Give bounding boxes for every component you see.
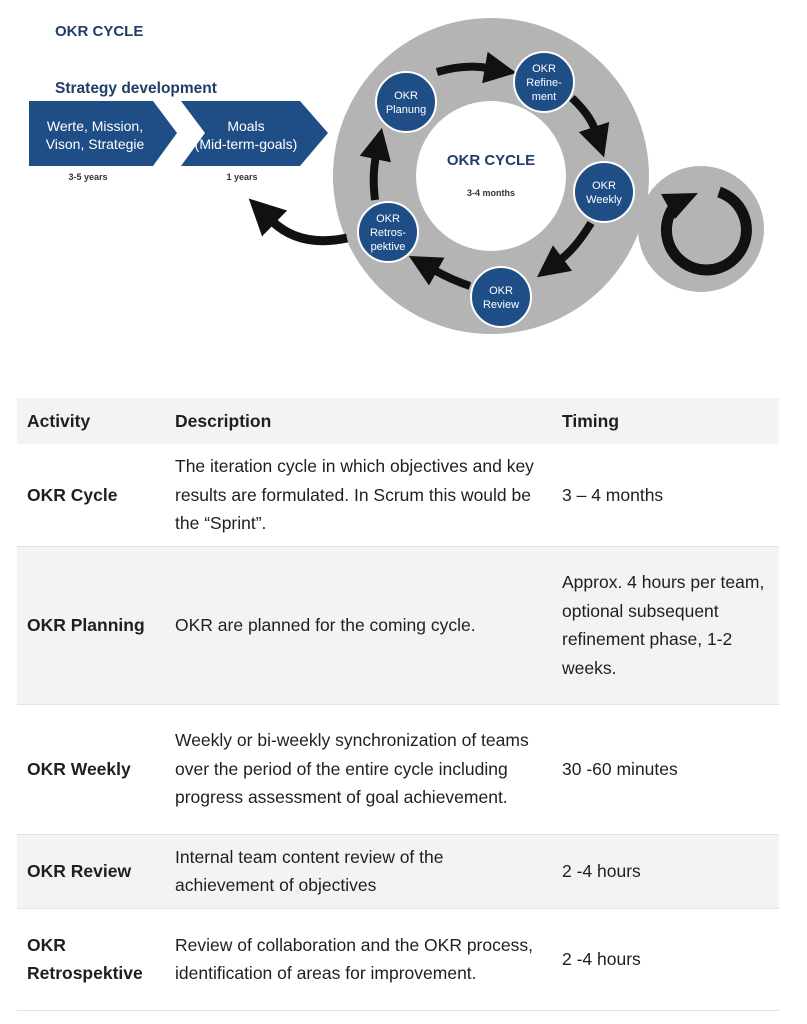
strategy-arrow-1-timing: 3-5 years bbox=[68, 172, 107, 182]
okr-cycle-diagram: OKR CYCLE Strategy development Werte, Mi… bbox=[29, 18, 764, 334]
strategy-arrow-2-line1: Moals bbox=[227, 118, 264, 134]
node-retrospektive-line2: Retros- bbox=[370, 227, 406, 239]
table-row: OKR Planning OKR are planned for the com… bbox=[17, 546, 779, 705]
table-row: OKR Review Internal team content review … bbox=[17, 834, 779, 909]
node-review-line2: Review bbox=[483, 299, 519, 311]
row-activity: OKR Weekly bbox=[17, 704, 165, 835]
row-timing: 2 -4 hours bbox=[552, 834, 779, 909]
table-header-row: Activity Description Timing bbox=[17, 398, 779, 444]
row-description: Internal team content review of the achi… bbox=[165, 834, 552, 909]
row-timing: 3 – 4 months bbox=[552, 444, 779, 547]
node-planung-line1: OKR bbox=[394, 90, 418, 102]
row-description: Review of collaboration and the OKR proc… bbox=[165, 908, 552, 1011]
strategy-arrow-long-term bbox=[29, 101, 177, 166]
row-description: OKR are planned for the coming cycle. bbox=[165, 546, 552, 705]
row-description: Weekly or bi-weekly synchronization of t… bbox=[165, 704, 552, 835]
row-activity: OKR Review bbox=[17, 834, 165, 909]
row-timing: 30 -60 minutes bbox=[552, 704, 779, 835]
arrow-weekly-to-review bbox=[536, 220, 595, 278]
node-refinement-line3: ment bbox=[532, 91, 556, 103]
node-review-line1: OKR bbox=[489, 285, 513, 297]
header-timing: Timing bbox=[552, 398, 779, 444]
row-activity: OKR Cycle bbox=[17, 444, 165, 547]
arrow-planung-to-refinement bbox=[435, 51, 517, 84]
cycle-center-subtitle: 3-4 months bbox=[467, 188, 515, 198]
node-weekly-line1: OKR bbox=[592, 180, 616, 192]
strategy-arrow-1-line1: Werte, Mission, bbox=[47, 118, 143, 134]
strategy-arrow-mid-term bbox=[181, 101, 328, 166]
cycle-center bbox=[416, 101, 566, 251]
okr-activity-table: Activity Description Timing OKR Cycle Th… bbox=[17, 398, 779, 1011]
header-description: Description bbox=[165, 398, 552, 444]
row-timing: Approx. 4 hours per team, optional subse… bbox=[552, 546, 779, 705]
table-row: OKR Weekly Weekly or bi-weekly synchroni… bbox=[17, 704, 779, 835]
node-okr-planung: OKR Planung bbox=[375, 71, 437, 133]
table-row: OKR Cycle The iteration cycle in which o… bbox=[17, 444, 779, 547]
node-retrospektive-line3: pektive bbox=[371, 241, 406, 253]
cycle-center-title: OKR CYCLE bbox=[447, 152, 535, 169]
strategy-arrow-1-line2: Vison, Strategie bbox=[46, 136, 145, 152]
strategy-heading: Strategy development bbox=[55, 80, 217, 97]
repeat-icon bbox=[660, 186, 752, 276]
row-activity: OKR Planning bbox=[17, 546, 165, 705]
row-activity: OKR Retrospektive bbox=[17, 908, 165, 1011]
arrow-refinement-to-weekly bbox=[569, 95, 610, 158]
node-refinement-line1: OKR bbox=[532, 63, 556, 75]
table-row: OKR Retrospektive Review of collaboratio… bbox=[17, 908, 779, 1011]
diagram-title: OKR CYCLE bbox=[55, 23, 143, 40]
node-planung-line2: Planung bbox=[386, 104, 426, 116]
node-retrospektive-line1: OKR bbox=[376, 213, 400, 225]
header-activity: Activity bbox=[17, 398, 165, 444]
node-okr-refinement: OKR Refine- ment bbox=[513, 51, 575, 113]
node-refinement-line2: Refine- bbox=[526, 77, 562, 89]
row-description: The iteration cycle in which objectives … bbox=[165, 444, 552, 547]
arrow-review-to-retrospektive bbox=[408, 256, 472, 290]
strategy-arrow-2-timing: 1 years bbox=[226, 172, 257, 182]
node-okr-retrospektive: OKR Retros- pektive bbox=[357, 201, 419, 263]
node-okr-weekly: OKR Weekly bbox=[573, 161, 635, 223]
repeat-icon-head bbox=[661, 193, 698, 219]
strategy-arrow-2-line2: (Mid-term-goals) bbox=[195, 136, 298, 152]
node-okr-review: OKR Review bbox=[470, 266, 532, 328]
arrow-retrospektive-to-planung bbox=[359, 127, 391, 201]
node-weekly-line2: Weekly bbox=[586, 194, 622, 206]
row-timing: 2 -4 hours bbox=[552, 908, 779, 1011]
arrow-cycle-to-strategy bbox=[248, 198, 348, 246]
